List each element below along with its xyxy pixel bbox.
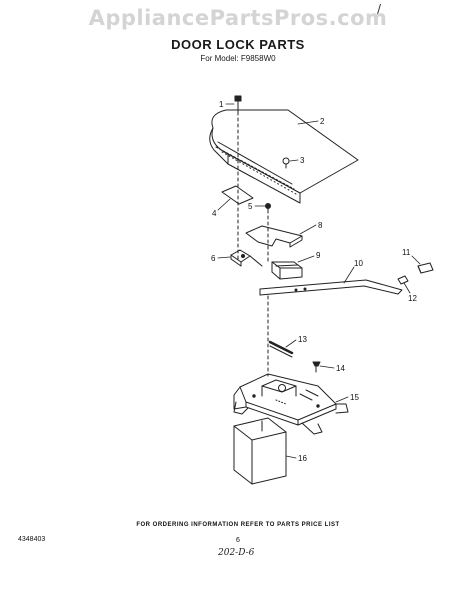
- callout-8: 8: [318, 221, 323, 230]
- leader-15: [335, 396, 349, 403]
- part-2-cover: [209, 109, 359, 204]
- callout-9: 9: [316, 251, 321, 260]
- callout-10: 10: [354, 259, 363, 268]
- part-10-lock-rod: [259, 279, 403, 296]
- callout-5: 5: [248, 202, 253, 211]
- part-16-motor-box: [233, 417, 287, 485]
- callout-14: 14: [336, 364, 345, 373]
- part-11-knob: [417, 262, 434, 274]
- site-watermark: AppliancePartsPros.com: [88, 6, 388, 30]
- leader-10: [343, 266, 355, 284]
- part-13-spring: [268, 340, 294, 358]
- leader-3: [289, 159, 299, 162]
- handwritten-code: 202-D-6: [218, 548, 255, 558]
- callout-13: 13: [298, 335, 307, 344]
- document-number: 4348403: [18, 536, 46, 543]
- callout-12: 12: [408, 294, 417, 303]
- leader-2: [297, 120, 319, 125]
- page-number: 6: [236, 537, 240, 544]
- callout-16: 16: [298, 454, 307, 463]
- callout-6: 6: [211, 254, 216, 263]
- corner-mark: /: [377, 2, 382, 16]
- part-8-bracket: [245, 225, 303, 248]
- leader-6: [217, 256, 231, 259]
- page-title: DOOR LOCK PARTS: [171, 37, 305, 52]
- leader-13: [285, 339, 297, 348]
- ordering-note: FOR ORDERING INFORMATION REFER TO PARTS …: [136, 522, 340, 528]
- leader-16: [285, 455, 297, 459]
- callout-3: 3: [300, 156, 305, 165]
- leader-8: [299, 224, 317, 235]
- leader-12: [403, 282, 411, 294]
- model-label: For Model: F9858W0: [200, 54, 276, 63]
- callout-4: 4: [212, 209, 217, 218]
- part-4-pad: [221, 185, 254, 205]
- leader-4: [217, 198, 231, 211]
- part-3-screw: [282, 157, 290, 169]
- leader-11: [411, 255, 421, 265]
- leader-9: [297, 255, 315, 263]
- callout-15: 15: [350, 393, 359, 402]
- part-6-switch: [230, 249, 263, 267]
- leader-14: [319, 365, 335, 369]
- callout-1: 1: [219, 100, 224, 109]
- part-15-lock-assembly: [233, 373, 349, 435]
- part-9-cam: [271, 261, 303, 280]
- part-14-screw: [312, 361, 321, 373]
- part-12-pin: [397, 275, 409, 285]
- callout-2: 2: [320, 117, 325, 126]
- part-5-screw: [265, 203, 271, 213]
- callout-11: 11: [402, 248, 411, 257]
